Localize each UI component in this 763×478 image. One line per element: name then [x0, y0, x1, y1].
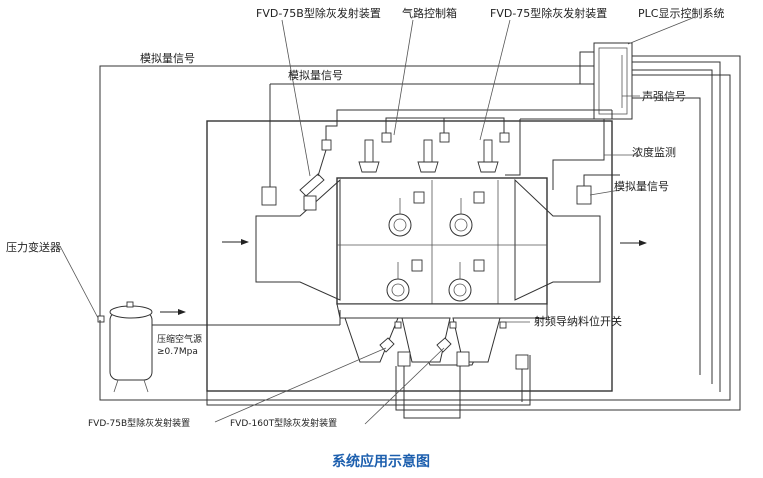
leader-lines	[59, 16, 696, 425]
analog-signal-label-1: 模拟量信号	[140, 51, 195, 65]
acoustic-signal-label: 声强信号	[642, 89, 686, 103]
compressed-air-label-1: 压缩空气源	[157, 333, 202, 345]
compressed-air-label-2: ≥0.7Mpa	[157, 347, 198, 357]
fvd75b-top-label: FVD-75B型除灰发射装置	[256, 6, 381, 20]
plc-cabinet	[593, 42, 633, 120]
compressed-air-tank	[109, 301, 153, 393]
pressure-transmitter-label: 压力变送器	[6, 240, 61, 254]
top-emitters	[299, 132, 510, 211]
fvd75b-bottom-label: FVD-75B型除灰发射装置	[88, 417, 190, 429]
pressure-transmitter-sensor	[97, 315, 105, 323]
inlet-hood	[255, 178, 341, 301]
hopper-mid	[401, 317, 451, 363]
analog-signal-label-3: 模拟量信号	[614, 179, 669, 193]
hopper-left	[344, 317, 399, 363]
hopper-right	[452, 317, 501, 363]
diagram-caption: 系统应用示意图	[332, 453, 430, 470]
bottom-emitters	[379, 337, 529, 370]
wiring	[99, 51, 741, 419]
fvd160t-bottom-label: FVD-160T型除灰发射装置	[230, 417, 337, 429]
analog-signal-label-2: 模拟量信号	[288, 68, 343, 82]
dust-collector	[206, 120, 613, 392]
outlet-hood	[514, 178, 601, 301]
gas-control-box-label: 气路控制箱	[402, 6, 457, 20]
inlet-sensor	[261, 186, 277, 206]
fvd75-top-label: FVD-75型除灰发射装置	[490, 6, 607, 20]
plc-system-label: PLC显示控制系统	[638, 6, 724, 20]
rf-level-switch-label: 射频导纳料位开关	[534, 314, 622, 328]
emitters-lower	[386, 278, 472, 302]
concentration-monitor-label: 浓度监测	[632, 145, 676, 159]
system-frame	[206, 120, 613, 392]
outlet-sensor	[576, 185, 592, 205]
emitters-upper	[388, 213, 473, 237]
